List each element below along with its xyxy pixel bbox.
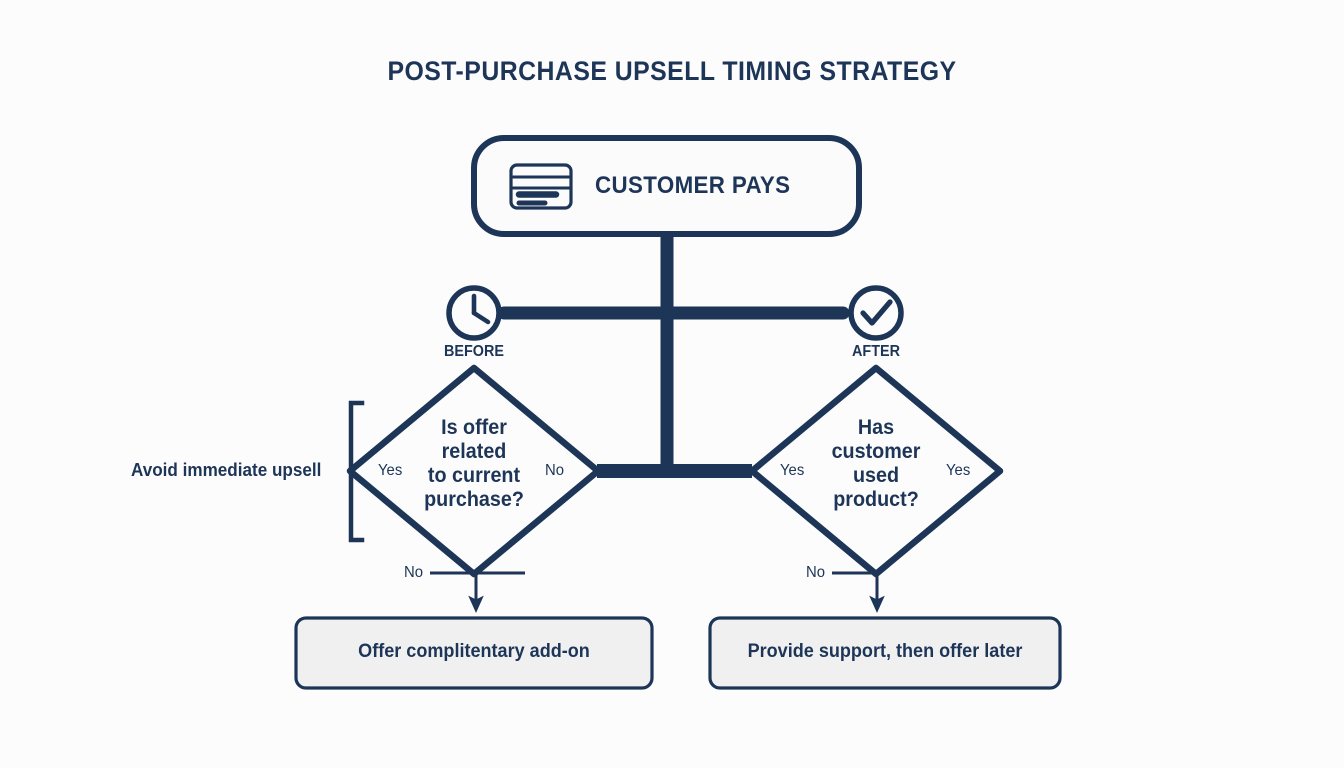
edge-right-no [832, 571, 885, 613]
decision-left-line-1: Is offer [441, 416, 507, 439]
annotation-text: Avoid immediate upsell [131, 460, 322, 480]
decision-left-question: Is offer related to current purchase? [380, 416, 568, 512]
branch-label-left-no: No [545, 462, 565, 479]
page-title: POST-PURCHASE UPSELL TIMING STRATEGY [387, 56, 957, 86]
decision-left-line-4: purchase? [424, 487, 524, 511]
decision-right-question: Has customer used product? [782, 416, 970, 512]
branch-label-right-bottom-no: No [806, 564, 826, 581]
decision-right-line-2: customer [831, 439, 921, 463]
phase-label-after: AFTER [851, 343, 900, 360]
branch-label-left-yes: Yes [378, 462, 403, 479]
edge-left-no [430, 571, 525, 613]
decision-left-line-2: related [441, 439, 507, 463]
decision-right-line-1: Has [857, 416, 895, 439]
decision-left-line-3: to current [427, 463, 521, 487]
decision-right-line-4: product? [833, 487, 919, 511]
check-circle-icon [848, 285, 904, 341]
start-node[interactable] [471, 135, 862, 237]
decision-right-line-3: used [852, 463, 900, 487]
credit-card-icon [509, 163, 573, 210]
outcome-box-right[interactable] [708, 616, 1062, 690]
clock-icon [446, 285, 502, 341]
branch-label-right-yes-right: Yes [946, 462, 971, 479]
outcome-label-right: Provide support, then offer later [747, 641, 1023, 662]
start-node-label: CUSTOMER PAYS [595, 172, 791, 199]
outcome-box-left[interactable] [294, 616, 654, 690]
annotation-bracket [348, 400, 365, 543]
phase-label-before: BEFORE [443, 343, 504, 360]
branch-label-right-yes-left: Yes [780, 462, 805, 479]
branch-label-left-bottom-no: No [404, 564, 424, 581]
outcome-label-left: Offer complitentary add-on [358, 641, 590, 662]
